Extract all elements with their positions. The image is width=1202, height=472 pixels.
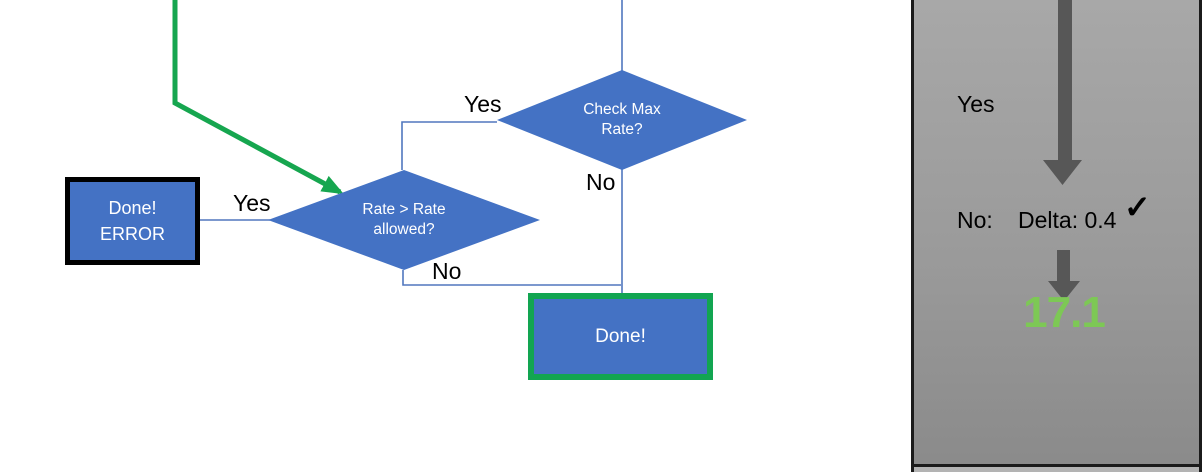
- decision-check-max-rate-label: Check Max Rate?: [583, 101, 661, 138]
- panel-no-label: No:: [957, 207, 993, 233]
- connector-rate-allowed-no-branch: [402, 270, 621, 286]
- check-max-no-label: No: [586, 169, 616, 195]
- done-box: Done!: [528, 293, 713, 380]
- rate-allowed-yes-label: Yes: [233, 190, 271, 216]
- done-error-box: Done! ERROR: [65, 177, 200, 265]
- check-max-yes-label: Yes: [464, 91, 502, 117]
- done-box-label: Done!: [595, 325, 646, 347]
- panel-delta-value: Delta: 0.4: [1018, 207, 1117, 233]
- down-arrow-icon-large: [1043, 0, 1082, 185]
- rate-allowed-no-label: No: [432, 258, 462, 284]
- checkmark-icon: ✓: [1124, 189, 1151, 225]
- result-panel: Yes No: Delta: 0.4 ✓ 17.1: [911, 0, 1202, 472]
- panel-yes-label: Yes: [957, 91, 995, 117]
- panel-arrows: [1043, 0, 1082, 301]
- panel-result-value: 17.1: [1023, 288, 1106, 337]
- done-error-box-label: Done! ERROR: [99, 198, 165, 244]
- decision-rate-allowed-label: Rate > Rate allowed?: [362, 201, 446, 238]
- green-flow-arrow: [172, 0, 344, 195]
- down-arrow-icon-small: [1048, 250, 1080, 301]
- panel-bottom-border: [914, 464, 1199, 467]
- panel-bottom-strip: [914, 467, 1199, 472]
- connector-check-max-yes-branch: [401, 121, 497, 170]
